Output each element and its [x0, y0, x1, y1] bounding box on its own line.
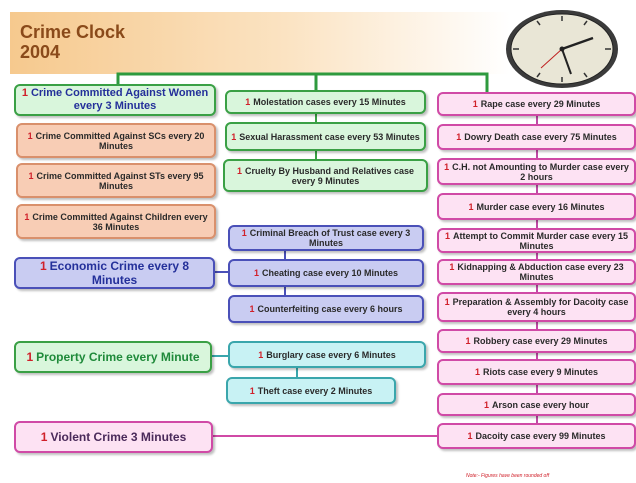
box-label: Crime Committed Against Children every 3… — [32, 211, 208, 232]
count-number: 1 — [24, 211, 30, 222]
count-number: 1 — [449, 262, 455, 272]
count-number: 1 — [465, 336, 471, 346]
count-number: 1 — [39, 259, 47, 273]
box-label: Cruelty By Husband and Relatives case ev… — [244, 165, 415, 186]
box-label: Burglary case every 6 Minutes — [266, 349, 396, 360]
count-number: 1 — [444, 161, 450, 172]
box-label: Murder case every 16 Minutes — [476, 201, 605, 212]
box-label: Economic Crime every 8 Minutes — [49, 259, 190, 287]
box-label: Riots case every 9 Minutes — [482, 367, 599, 377]
count-number: 1 — [231, 131, 237, 142]
box-label: Violent Crime 3 Minutes — [50, 430, 187, 444]
count-number: 1 — [241, 228, 247, 238]
title-line-1: Crime Clock — [20, 22, 126, 42]
footnote: Note:- Figures have been rounded off — [466, 473, 550, 479]
count-number: 1 — [444, 297, 450, 307]
count-number: 1 — [444, 230, 450, 241]
box-label: Criminal Breach of Trust case every 3 Mi… — [249, 228, 411, 248]
count-number: 1 — [474, 367, 480, 377]
box-label: Attempt to Commit Murder case every 15 M… — [452, 230, 629, 251]
title-line-2: 2004 — [20, 42, 61, 62]
box-label: Arson case every hour — [491, 399, 590, 410]
count-number: 1 — [258, 349, 264, 360]
count-number: 1 — [468, 201, 474, 212]
box-label: Sexual Harassment case every 53 Minutes — [239, 131, 420, 142]
wall-clock-icon — [506, 10, 618, 88]
box-label: Theft case every 2 Minutes — [257, 385, 373, 396]
count-number: 1 — [253, 268, 259, 278]
box-label: Property Crime every Minute — [36, 350, 200, 364]
count-number: 1 — [236, 165, 242, 176]
count-number: 1 — [245, 97, 251, 107]
count-number: 1 — [26, 350, 34, 364]
box-label: Preparation & Assembly for Dacoity case … — [452, 297, 629, 317]
box-label: Counterfeiting case every 6 hours — [257, 304, 403, 314]
box-label: Cheating case every 10 Minutes — [261, 268, 399, 278]
count-number: 1 — [40, 430, 48, 444]
count-number: 1 — [456, 132, 462, 142]
box-label: Molestation cases every 15 Minutes — [253, 97, 406, 107]
count-number: 1 — [467, 431, 473, 441]
box-label: Rape case every 29 Minutes — [480, 99, 601, 109]
count-number: 1 — [483, 399, 489, 410]
box-label: Crime Committed Against SCs every 20 Min… — [35, 130, 205, 151]
count-number: 1 — [249, 304, 255, 314]
count-number: 1 — [27, 130, 33, 141]
count-number: 1 — [472, 99, 478, 109]
count-number: 1 — [21, 87, 28, 99]
box-label: C.H. not Amounting to Murder case every … — [452, 161, 629, 182]
box-label: Crime Committed Against STs every 95 Min… — [36, 170, 204, 191]
page-title: Crime Clock 2004 — [20, 22, 125, 62]
box-label: Kidnapping & Abduction case every 23 Min… — [457, 262, 624, 282]
box-label: Dowry Death case every 75 Minutes — [464, 132, 617, 142]
header-banner — [10, 12, 510, 74]
box-label: Dacoity case every 99 Minutes — [475, 431, 606, 441]
box-label: Crime Committed Against Women every 3 Mi… — [30, 87, 209, 112]
count-number: 1 — [249, 385, 255, 396]
count-number: 1 — [28, 170, 34, 181]
box-label: Robbery case every 29 Minutes — [473, 336, 608, 346]
